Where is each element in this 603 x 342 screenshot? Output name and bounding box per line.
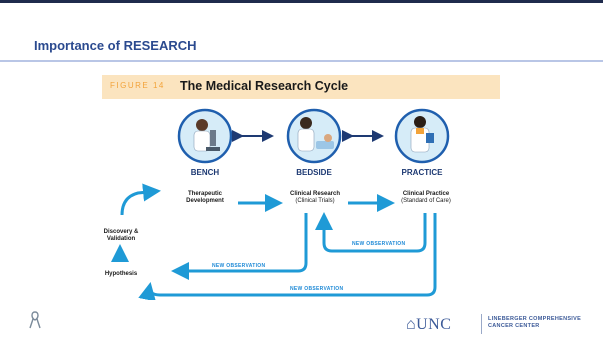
label-discovery-validation: Discovery & Validation [96, 229, 146, 243]
top-border [0, 0, 603, 3]
label-clinical-practice: Clinical Practice (Standard of Care) [394, 191, 458, 205]
label-discovery-line1: Discovery & [103, 229, 139, 235]
unc-logo: ⌂UNC [406, 316, 451, 334]
label-clinical-practice-line2: (Standard of Care) [401, 198, 451, 205]
unc-logo-text: UNC [416, 316, 452, 333]
logo-separator [481, 314, 482, 334]
new-observation-1: NEW OBSERVATION [352, 241, 406, 247]
stage-bedside: BEDSIDE [296, 168, 332, 177]
scientist-microscope-icon [177, 108, 233, 164]
label-therapeutic-line1: Therapeutic [187, 191, 222, 197]
ribbon-icon [29, 311, 41, 329]
cancer-center-name: LINEBERGER COMPREHENSIVE CANCER CENTER [488, 316, 581, 331]
stage-practice: PRACTICE [401, 168, 443, 177]
medical-research-cycle-figure: FIGURE 14 The Medical Research Cycle [102, 75, 500, 300]
label-therapeutic-line2: Development [186, 198, 224, 205]
label-clinical-research: Clinical Research (Clinical Trials) [282, 191, 348, 205]
label-clinical-research-line2: (Clinical Trials) [295, 198, 335, 205]
doctor-clipboard-icon [394, 108, 450, 164]
observation-loop-3 [138, 213, 437, 300]
figure-header: FIGURE 14 The Medical Research Cycle [102, 75, 500, 99]
slide-title: Importance of RESEARCH [34, 38, 197, 53]
unc-building-icon: ⌂ [406, 316, 417, 333]
center-line1: LINEBERGER COMPREHENSIVE [488, 316, 582, 322]
cycle-diagram [111, 108, 450, 300]
observation-loop-1 [315, 212, 427, 253]
label-discovery-line2: Validation [106, 236, 136, 243]
new-observation-2: NEW OBSERVATION [212, 263, 266, 269]
flow-arrow-curve [120, 183, 161, 216]
label-clinical-practice-line1: Clinical Practice [402, 191, 450, 197]
figure-tag: FIGURE 14 [110, 81, 165, 90]
label-hypothesis: Hypothesis [104, 271, 138, 277]
observation-loop-2 [171, 213, 308, 280]
doctor-bedside-icon [286, 108, 342, 164]
stage-bench: BENCH [190, 168, 220, 177]
label-therapeutic-development: Therapeutic Development [172, 191, 238, 205]
center-line2: CANCER CENTER [488, 323, 540, 330]
label-clinical-research-line1: Clinical Research [289, 191, 341, 197]
title-divider [0, 60, 603, 62]
figure-title: The Medical Research Cycle [180, 79, 349, 93]
new-observation-3: NEW OBSERVATION [290, 286, 344, 292]
